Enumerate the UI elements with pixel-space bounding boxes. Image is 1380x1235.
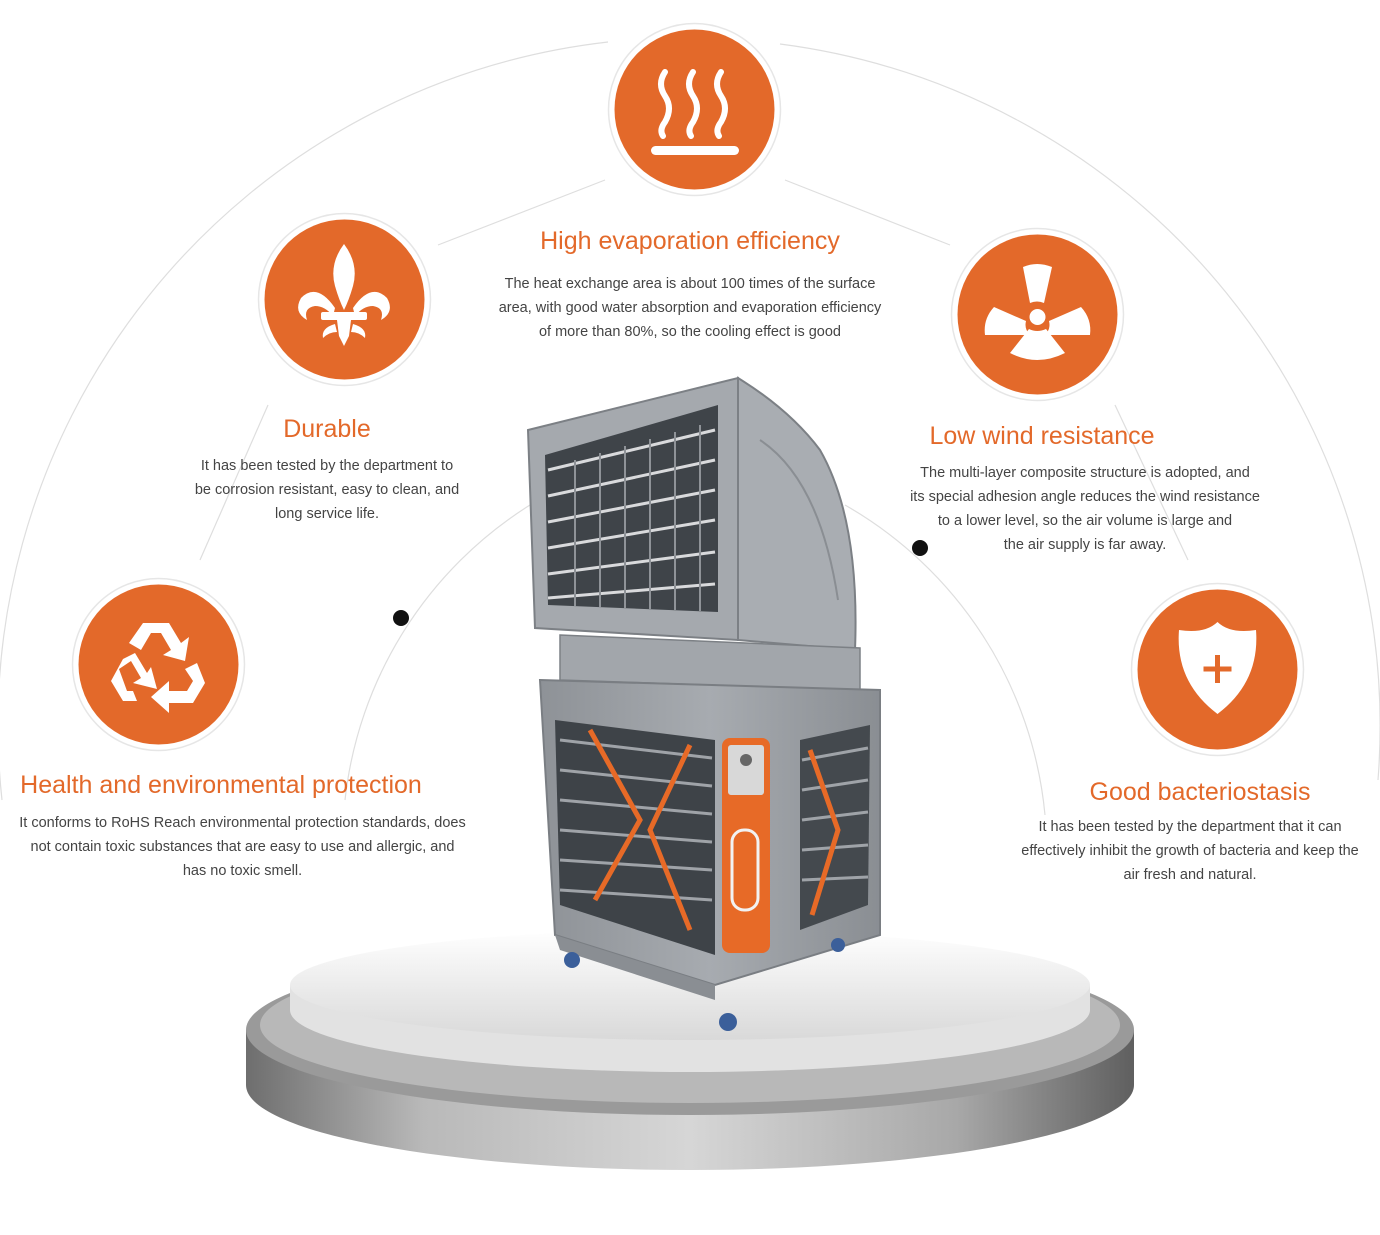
- feature-title-durable: Durable: [283, 415, 371, 443]
- feature-desc-evaporation: The heat exchange area is about 100 time…: [440, 272, 940, 344]
- fleur-de-lis-icon: [257, 212, 432, 387]
- feature-title-bacteria: Good bacteriostasis: [1089, 778, 1311, 806]
- connector-dot-left: [393, 610, 409, 626]
- desc-line: air fresh and natural.: [1123, 867, 1257, 883]
- desc-line: its special adhesion angle reduces the w…: [910, 489, 1260, 505]
- feature-desc-bacteria: It has been tested by the department tha…: [1000, 815, 1380, 887]
- icon-evaporation: [607, 22, 782, 197]
- feature-title-health: Health and environmental protection: [20, 771, 422, 799]
- feature-desc-wind: The multi-layer composite structure is a…: [880, 461, 1290, 557]
- desc-line: It has been tested by the department to: [200, 458, 454, 474]
- connector-dot-right: [912, 540, 928, 556]
- icon-durable: [257, 212, 432, 387]
- desc-line: It conforms to RoHS Reach environmental …: [19, 815, 466, 831]
- icon-bacteria: [1130, 582, 1305, 757]
- desc-line: The multi-layer composite structure is a…: [920, 465, 1250, 481]
- desc-line: area, with good water absorption and eva…: [498, 300, 882, 316]
- desc-line: The heat exchange area is about 100 time…: [504, 276, 876, 292]
- icon-health: [71, 577, 246, 752]
- desc-line: not contain toxic substances that are ea…: [30, 839, 455, 855]
- icon-wind: [950, 227, 1125, 402]
- feature-title-wind: Low wind resistance: [929, 422, 1155, 450]
- desc-line: has no toxic smell.: [182, 863, 303, 879]
- heat-waves-icon: [607, 22, 782, 197]
- desc-line: to a lower level, so the air volume is l…: [937, 513, 1233, 529]
- desc-line: long service life.: [275, 506, 379, 522]
- feature-desc-durable: It has been tested by the department to …: [162, 454, 492, 526]
- fan-blades-icon: [950, 227, 1125, 402]
- desc-line: effectively inhibit the growth of bacter…: [1021, 843, 1359, 859]
- desc-line: of more than 80%, so the cooling effect …: [538, 324, 841, 340]
- feature-desc-health: It conforms to RoHS Reach environmental …: [0, 811, 485, 883]
- desc-line: the air supply is far away.: [1003, 537, 1167, 553]
- desc-line: It has been tested by the department tha…: [1038, 819, 1342, 835]
- recycle-icon: [71, 577, 246, 752]
- feature-title-evaporation: High evaporation efficiency: [540, 227, 840, 255]
- shield-plus-icon: [1130, 582, 1305, 757]
- desc-line: be corrosion resistant, easy to clean, a…: [194, 482, 460, 498]
